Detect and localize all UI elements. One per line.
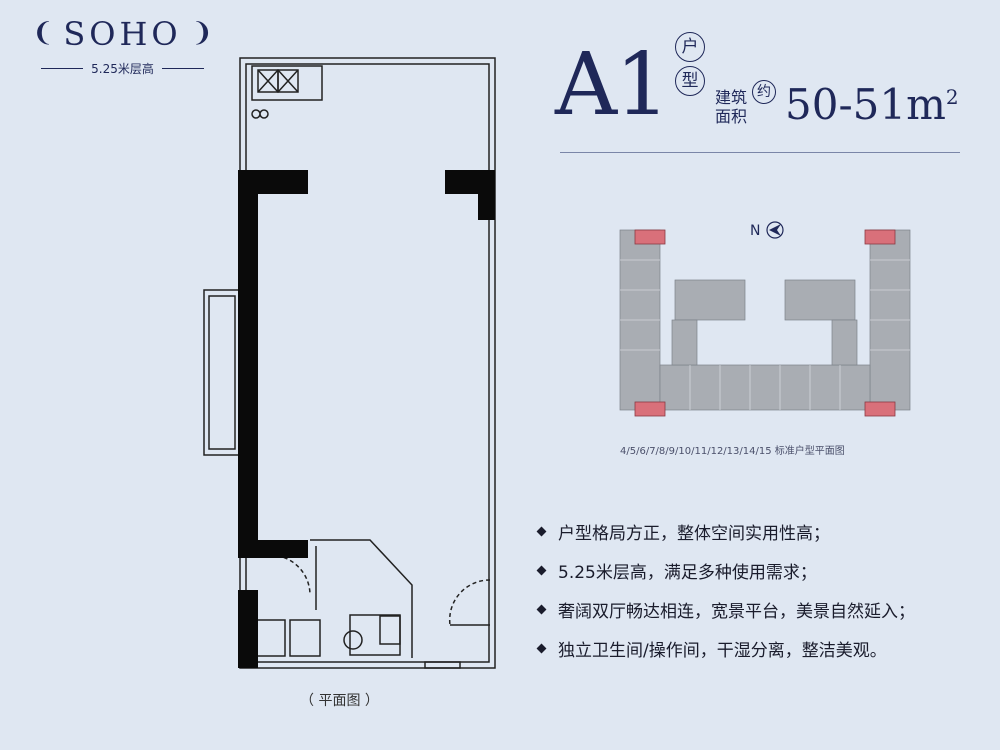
feature-text: 奢阔双厅畅达相连，宽景平台，美景自然延入； [558,602,915,622]
laurel-right-icon: ❩ [191,18,213,48]
feature-text: 户型格局方正，整体空间实用性高； [558,524,830,544]
brand-subtitle-row: 5.25米层高 [30,60,215,77]
subtitle-line-left [41,68,84,69]
feature-item: 户型格局方正，整体空间实用性高； [536,512,915,551]
header-divider [560,152,960,153]
compass-label: N [750,223,760,239]
approx-char: 约 [752,80,776,104]
feature-text: 5.25米层高，满足多种使用需求； [558,563,817,583]
bullet-icon [536,604,547,615]
type-char-2: 型 [675,66,705,96]
bullet-icon [536,643,547,654]
unit-code: A1 [555,35,670,135]
area-value: 50-51m2 [785,80,959,129]
laurel-left-icon: ❨ [32,18,54,48]
brand-title: SOHO [63,15,182,53]
floor-plan [203,57,496,669]
type-char-1: 户 [675,32,705,62]
area-label: 建筑 面积 [715,88,755,126]
compass-arrow-icon [769,224,781,236]
feature-item: 独立卫生间/操作间，干湿分离，整洁美观。 [536,629,915,668]
feature-list: 户型格局方正，整体空间实用性高； 5.25米层高，满足多种使用需求； 奢阔双厅畅… [536,512,915,668]
feature-item: 奢阔双厅畅达相连，宽景平台，美景自然延入； [536,590,915,629]
compass-icon [766,221,784,239]
area-number: 50-51m [785,80,946,129]
feature-text: 独立卫生间/操作间，干湿分离，整洁美观。 [558,641,887,661]
area-label-line1: 建筑 [715,88,748,107]
feature-item: 5.25米层高，满足多种使用需求； [536,551,915,590]
key-plan: N [619,221,911,417]
area-unit-sup: 2 [945,85,959,109]
area-label-line2: 面积 [715,107,748,126]
keyplan-caption: 4/5/6/7/8/9/10/11/12/13/14/15 标准户型平面图 [620,446,845,457]
bullet-icon [536,526,547,537]
brand-block: ❨ SOHO ❩ 5.25米层高 [30,14,215,77]
brand-subtitle: 5.25米层高 [91,62,154,76]
floorplan-caption: （ 平面图 ） [300,693,379,709]
subtitle-line-right [161,68,204,69]
bullet-icon [536,565,547,576]
